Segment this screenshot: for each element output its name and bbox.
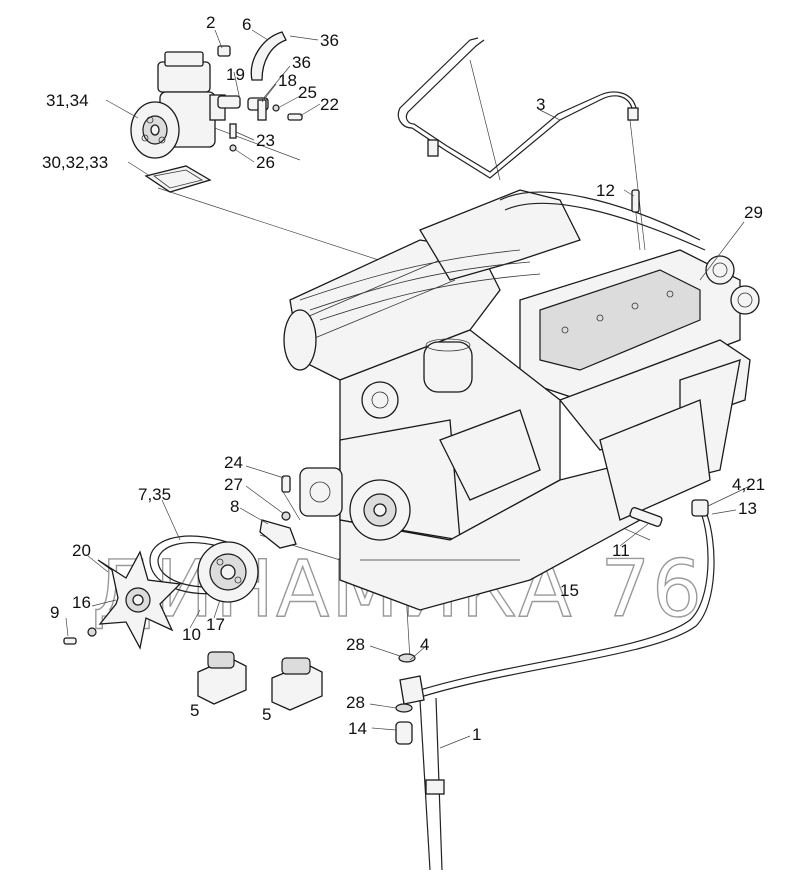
callout-2: 2 <box>206 13 215 32</box>
callout-36-mid: 36 <box>292 53 311 72</box>
callout-14: 14 <box>348 719 367 738</box>
callout-20: 20 <box>72 541 91 560</box>
engine-mounts <box>197 651 323 711</box>
callout-12: 12 <box>596 181 615 200</box>
callout-28-lower: 28 <box>346 693 365 712</box>
callout-10: 10 <box>182 625 201 644</box>
callout-5-right: 5 <box>262 705 271 724</box>
callout-28-upper: 28 <box>346 635 365 654</box>
callout-26: 26 <box>256 153 275 172</box>
callout-25: 25 <box>298 83 317 102</box>
callout-24: 24 <box>224 453 243 472</box>
callout-30-32-33: 30,32,33 <box>42 153 108 172</box>
callout-labels: 2 6 36 36 19 18 25 22 31,34 3 23 26 30,3… <box>42 13 765 744</box>
callout-13: 13 <box>738 499 757 518</box>
callout-31-34: 31,34 <box>46 91 89 110</box>
engine-block <box>283 189 760 611</box>
callout-36-top: 36 <box>320 31 339 50</box>
callout-16: 16 <box>72 593 91 612</box>
callout-1: 1 <box>472 725 481 744</box>
oil-tube-assembly <box>395 499 715 871</box>
callout-8: 8 <box>230 497 239 516</box>
callout-23: 23 <box>256 131 275 150</box>
callout-17: 17 <box>206 615 225 634</box>
callout-11: 11 <box>612 541 630 560</box>
callout-19: 19 <box>226 65 245 84</box>
callout-4-21: 4,21 <box>732 475 765 494</box>
callout-6: 6 <box>242 15 251 34</box>
callout-29: 29 <box>744 203 763 222</box>
callout-3: 3 <box>536 95 545 114</box>
leader-lines <box>65 29 751 749</box>
callout-18: 18 <box>278 71 297 90</box>
pipe-3 <box>397 37 639 179</box>
callout-5-left: 5 <box>190 701 199 720</box>
callout-4: 4 <box>420 635 429 654</box>
callout-27: 27 <box>224 475 243 494</box>
fan-pulley-assembly <box>63 535 259 650</box>
air-compressor <box>130 51 226 193</box>
callout-22: 22 <box>320 95 339 114</box>
part-12-sensor <box>631 189 640 213</box>
callout-9: 9 <box>50 603 59 622</box>
bracket-8-24-27 <box>259 475 297 549</box>
callout-15: 15 <box>560 581 579 600</box>
callout-7-35: 7,35 <box>138 485 171 504</box>
